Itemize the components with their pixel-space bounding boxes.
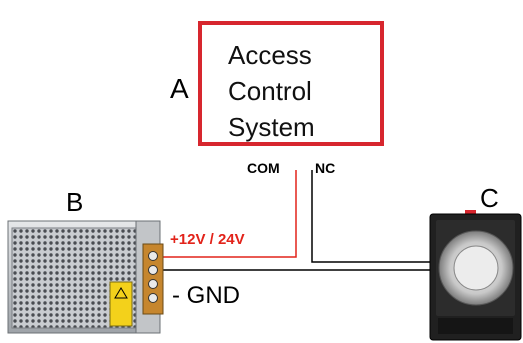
electromagnetic-lock-icon — [429, 210, 522, 341]
terminal-com-label: COM — [247, 160, 280, 176]
wire-positive — [150, 170, 297, 258]
acs-line-1: Access — [228, 40, 312, 70]
label-b: B — [66, 187, 84, 217]
ground-label: - GND — [172, 282, 240, 309]
positive-voltage-label: +12V / 24V — [170, 231, 245, 248]
terminal-nc-label: NC — [315, 160, 336, 176]
label-a: A — [170, 73, 189, 104]
acs-line-3: System — [228, 112, 315, 142]
access-control-system-box: Access Control System — [198, 21, 384, 146]
wire-nc — [311, 170, 432, 263]
acs-line-2: Control — [228, 76, 312, 106]
label-c: C — [480, 183, 499, 213]
power-supply-unit-icon — [7, 220, 164, 334]
